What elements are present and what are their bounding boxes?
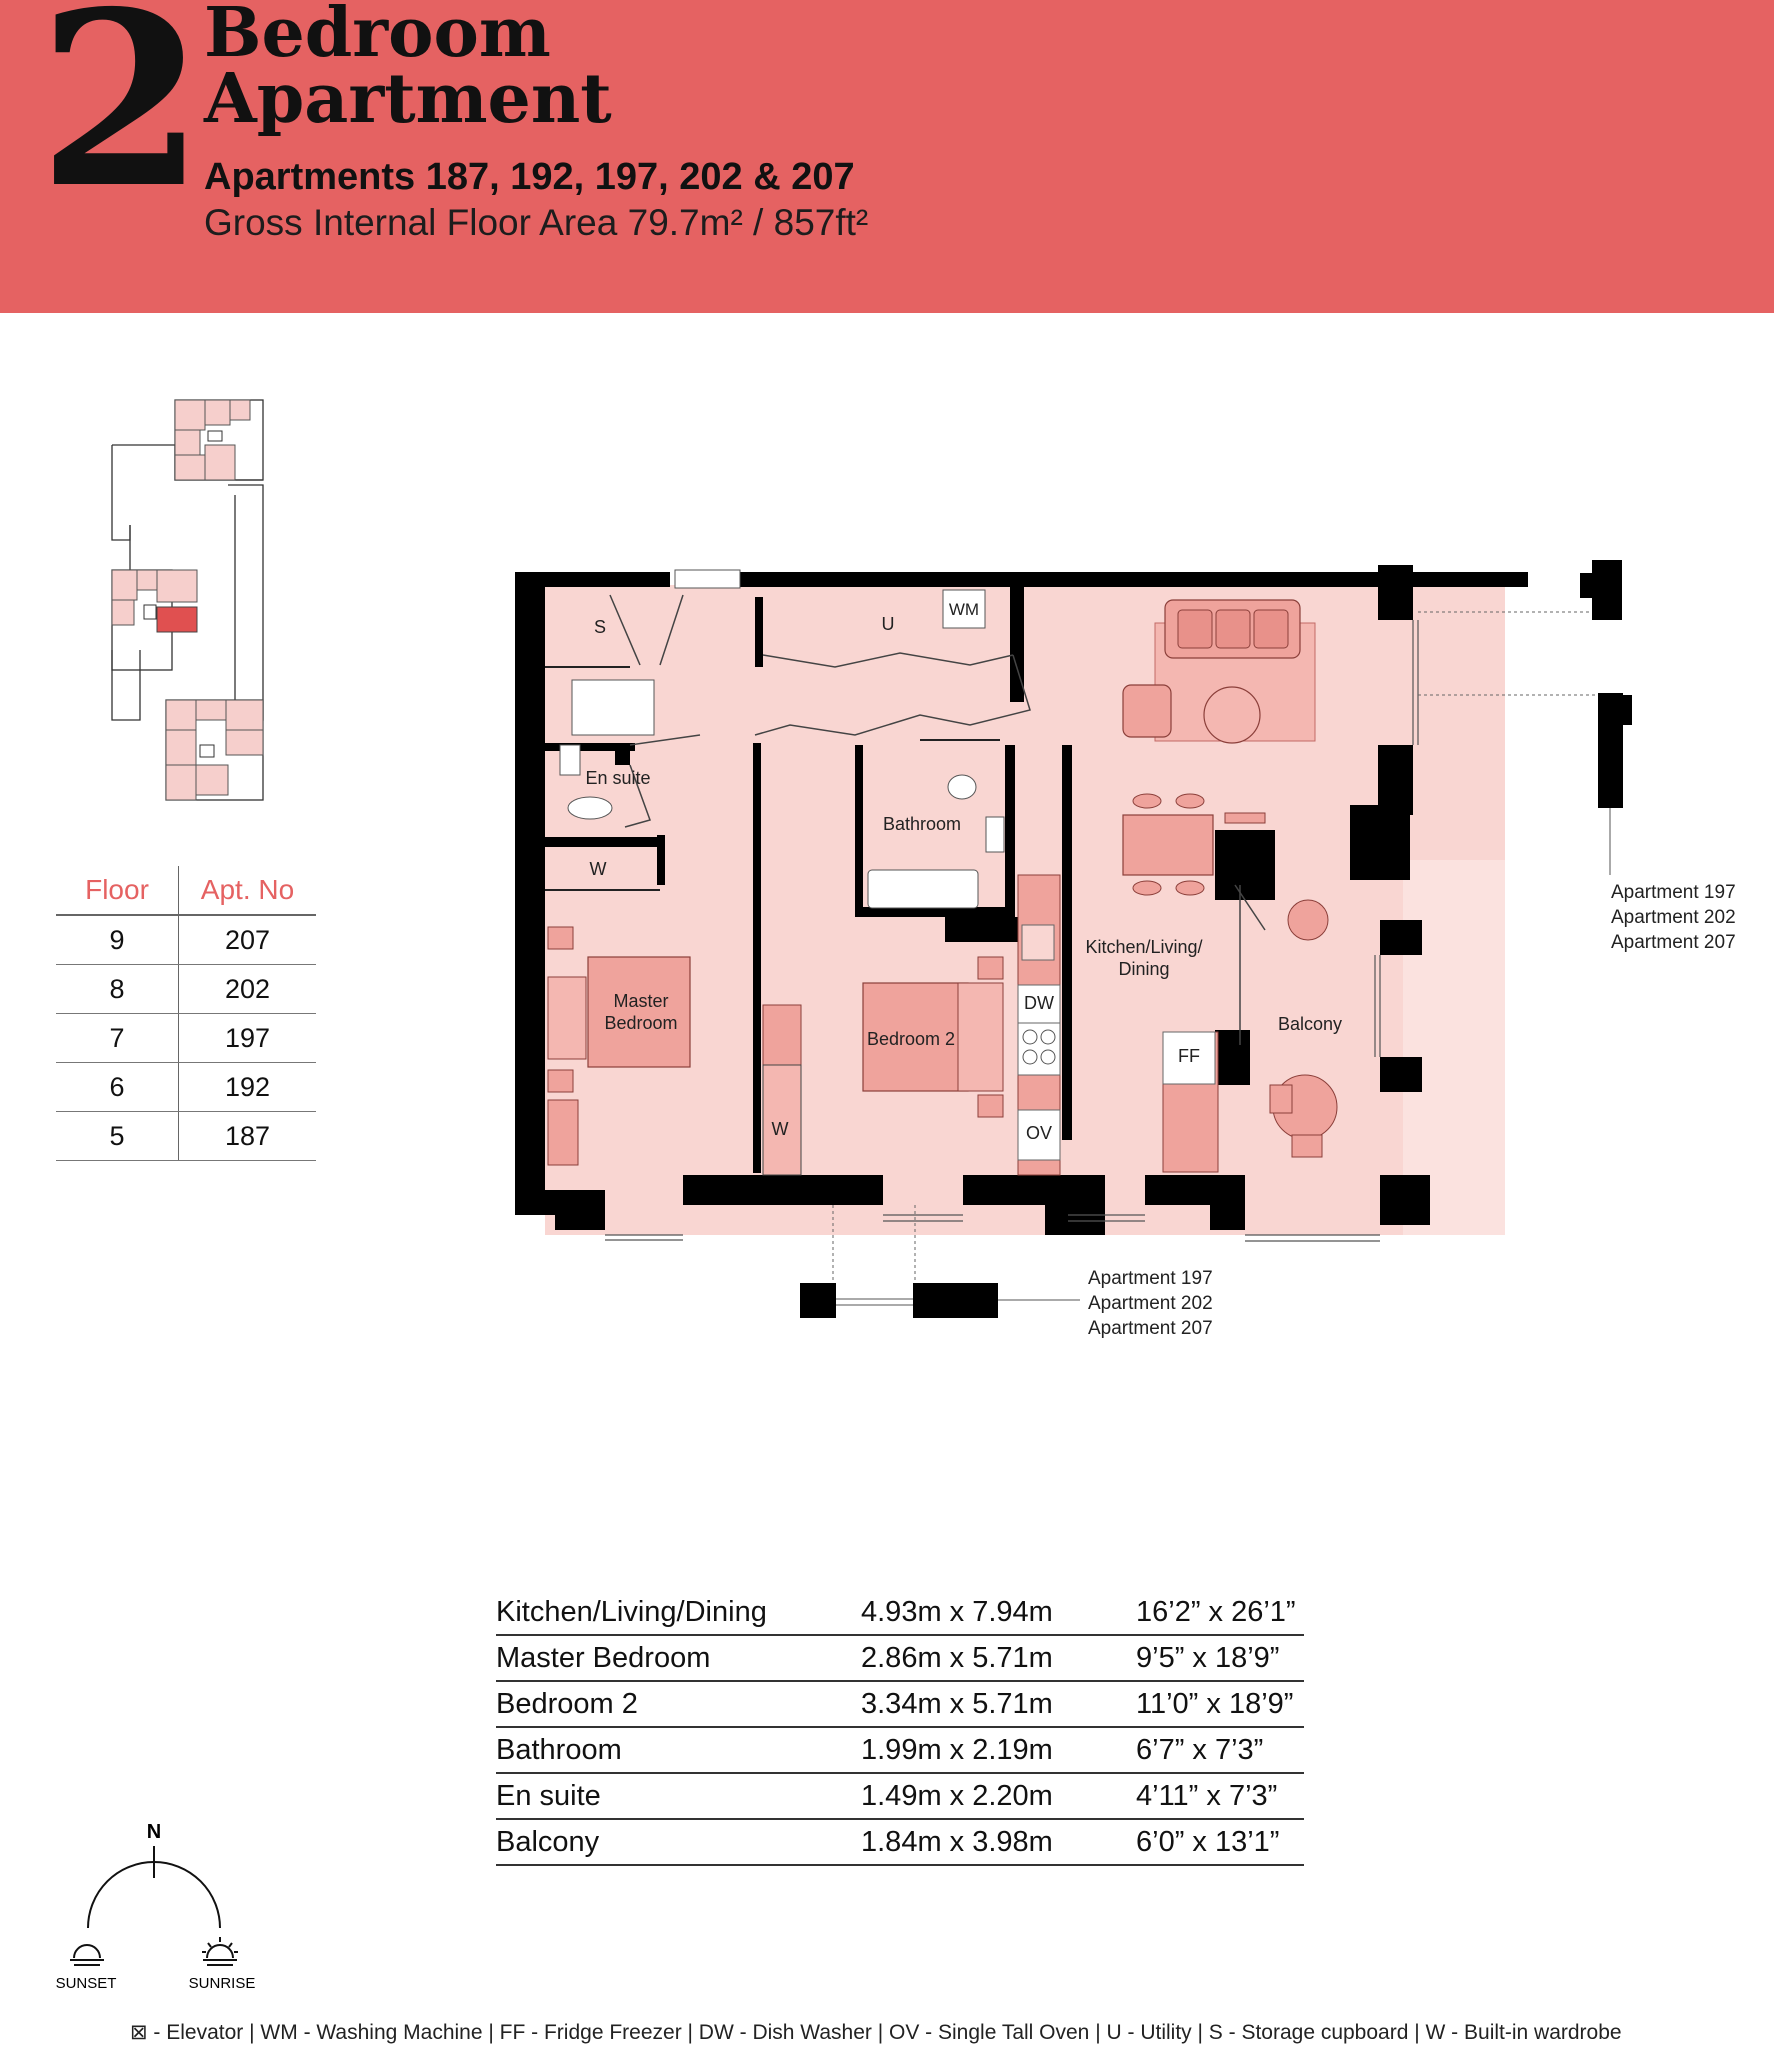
legend: ⊠ - Elevator | WM - Washing Machine | FF… (130, 2021, 1622, 2044)
apartment-note-line: Apartment 202 (1088, 1293, 1213, 1314)
sunrise-label: SUNRISE (189, 1975, 256, 1992)
master-bed (587, 956, 691, 1068)
room-imperial: 4’11” x 7’3” (1136, 1773, 1304, 1820)
room-imperial: 16’2” x 26’1” (1136, 1590, 1304, 1636)
plan-label-kitchen-1: Kitchen/Living/ (1085, 937, 1202, 957)
room-metric: 1.99m x 2.19m (861, 1727, 1136, 1774)
sunset-label: SUNSET (56, 1975, 117, 1992)
bathtub (867, 869, 979, 909)
walls (515, 565, 1528, 1235)
apartment-note-line: Apartment 197 (1088, 1268, 1213, 1289)
gross-internal-area: Gross Internal Floor Area 79.7m² / 857ft… (204, 202, 869, 243)
apartment-numbers: Apartments 187, 192, 197, 202 & 207 (204, 156, 855, 198)
apt-cell: 187 (178, 1111, 316, 1161)
apartment-note-right: Apartment 197 Apartment 202 Apartment 20… (1611, 880, 1736, 955)
floor-cell: 6 (56, 1062, 179, 1112)
floor-cell: 8 (56, 964, 179, 1014)
plan-label-u: U (882, 614, 895, 634)
door-swings (609, 594, 1266, 1045)
room-imperial: 6’7” x 7’3” (1136, 1727, 1304, 1774)
header-banner: 2 Bedroom Apartment Apartments 187, 192,… (0, 0, 1774, 313)
room-name: Bathroom (496, 1727, 861, 1774)
apartment-note-line: Apartment 202 (1611, 907, 1736, 928)
apartment-note-line: Apartment 207 (1611, 932, 1736, 953)
plan-label-bathroom: Bathroom (883, 814, 961, 834)
room-imperial: 9’5” x 18’9” (1136, 1635, 1304, 1682)
title-line-2: Apartment (204, 59, 612, 139)
plan-label-balcony: Balcony (1278, 1014, 1342, 1034)
sunrise-icon (202, 1937, 238, 1966)
apt-cell: 197 (178, 1013, 316, 1063)
storage-lines (545, 666, 1000, 891)
bedroom2-bed (862, 982, 969, 1092)
room-metric: 1.84m x 3.98m (861, 1819, 1136, 1866)
apt-cell: 192 (178, 1062, 316, 1112)
floor-cell: 5 (56, 1111, 179, 1161)
apartment-note-bottom: Apartment 197 Apartment 202 Apartment 20… (1088, 1266, 1213, 1341)
adjacent-structure-bottom (800, 1283, 998, 1318)
room-name: En suite (496, 1773, 861, 1820)
table-row: Balcony 1.84m x 3.98m 6’0” x 13’1” (496, 1819, 1304, 1866)
floor-table: Floor Apt. No 9 207 8 202 7 197 6 192 5 … (56, 866, 316, 1161)
plan-label-master-1: Master (613, 991, 668, 1011)
room-name: Bedroom 2 (496, 1681, 861, 1728)
adjacent-structure-right (1580, 560, 1632, 808)
table-row: En suite 1.49m x 2.20m 4’11” x 7’3” (496, 1773, 1304, 1820)
table-row: Bedroom 2 3.34m x 5.71m 11’0” x 18’9” (496, 1681, 1304, 1728)
room-metric: 1.49m x 2.20m (861, 1773, 1136, 1820)
sunset-icon (70, 1944, 104, 1966)
compass: N SUNSET SUNRISE (56, 1821, 256, 1992)
table-row: 6 192 (56, 1062, 316, 1112)
plan-label-en-suite: En suite (585, 768, 650, 788)
plan-label-s: S (594, 617, 606, 637)
apartment-note-line: Apartment 207 (1088, 1318, 1213, 1339)
table-row: 8 202 (56, 964, 316, 1014)
plan-label-wardrobe-1: W (590, 859, 607, 879)
furniture (547, 599, 1338, 1176)
apt-cell: 207 (178, 915, 316, 965)
table-row: 7 197 (56, 1013, 316, 1063)
table-row: Bathroom 1.99m x 2.19m 6’7” x 7’3” (496, 1727, 1304, 1774)
room-name: Kitchen/Living/Dining (496, 1590, 861, 1636)
apt-cell: 202 (178, 964, 316, 1014)
room-name: Balcony (496, 1819, 861, 1866)
room-imperial: 6’0” x 13’1” (1136, 1819, 1304, 1866)
table-row: 5 187 (56, 1111, 316, 1161)
shower (571, 679, 655, 736)
room-metric: 2.86m x 5.71m (861, 1635, 1136, 1682)
plan-label-wardrobe-2: W (772, 1119, 789, 1139)
plan-label-bedroom2: Bedroom 2 (867, 1029, 955, 1049)
apartment-note-line: Apartment 197 (1611, 882, 1736, 903)
table-row: Master Bedroom 2.86m x 5.71m 9’5” x 18’9… (496, 1635, 1304, 1682)
floor-plan: S U WM En suite Bathroom W W Master Bedr… (515, 560, 1632, 1318)
apt-column-header: Apt. No (178, 866, 316, 916)
table-row: Kitchen/Living/Dining 4.93m x 7.94m 16’2… (496, 1590, 1304, 1636)
room-dimensions-table: Kitchen/Living/Dining 4.93m x 7.94m 16’2… (496, 1590, 1304, 1866)
floor-column-header: Floor (56, 866, 179, 916)
entrance-door (674, 569, 741, 589)
room-imperial: 11’0” x 18’9” (1136, 1681, 1304, 1728)
plan-label-master-2: Bedroom (604, 1013, 677, 1033)
plan-label-ov: OV (1026, 1123, 1052, 1143)
north-label: N (147, 1821, 161, 1843)
room-name: Master Bedroom (496, 1635, 861, 1682)
plan-label-ff: FF (1178, 1046, 1200, 1066)
floor-cell: 9 (56, 915, 179, 965)
dining-table (1122, 814, 1214, 876)
wm-box (942, 589, 986, 629)
plan-label-wm: WM (949, 600, 979, 619)
plan-label-kitchen-2: Dining (1118, 959, 1169, 979)
armchair (1122, 684, 1172, 738)
coffee-table (1203, 686, 1261, 744)
floor-cell: 7 (56, 1013, 179, 1063)
plan-label-dw: DW (1024, 993, 1054, 1013)
room-metric: 3.34m x 5.71m (861, 1681, 1136, 1728)
table-row: 9 207 (56, 915, 316, 965)
title-line-1: Bedroom (204, 0, 551, 73)
bedroom-count: 2 (38, 0, 205, 241)
windows (605, 620, 1419, 1242)
page-title: Bedroom Apartment (204, 0, 612, 139)
room-metric: 4.93m x 7.94m (861, 1590, 1136, 1636)
key-plan (111, 399, 264, 801)
